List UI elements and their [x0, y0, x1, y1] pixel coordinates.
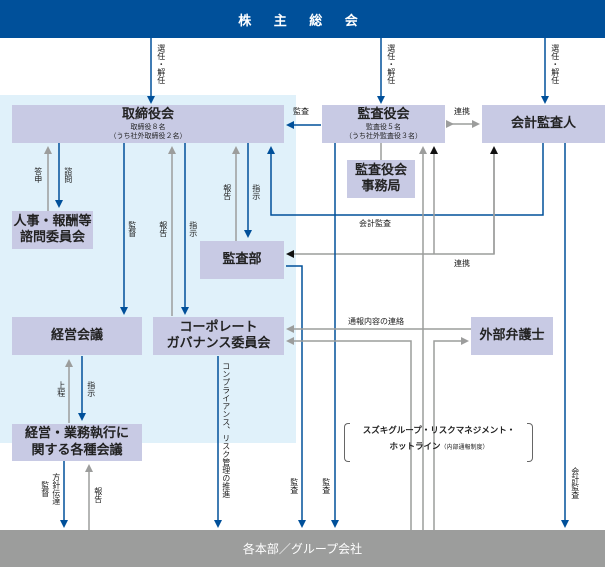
board-of-directors-box: 取締役会 取締役８名 （うち社外取締役２名）	[12, 105, 284, 143]
elect-label-accounting-auditor: 選任・解任	[550, 44, 560, 84]
departments-group-companies-bar: 各本部／グループ会社	[0, 530, 605, 567]
hotline-bracket-right	[527, 423, 533, 462]
board-title: 取締役会	[121, 106, 174, 122]
accounting-audit-to-board	[267, 143, 544, 216]
audit-board-office-line1: 監査役会	[354, 162, 407, 178]
execution-meetings-box: 経営・業務執行に 関する各種会議	[12, 424, 142, 461]
policy-supervise-label: 監督	[40, 481, 50, 497]
accounting-audit-label: 会計監査	[359, 219, 391, 228]
departments-group-companies-label: 各本部／グループ会社	[242, 542, 363, 556]
elect-label-board: 選任・解任	[156, 44, 166, 84]
hotline-label: スズキグループ・リスクマネジメント・ ホットライン（内部通報制度）	[344, 423, 534, 461]
hotline-note: （内部通報制度）	[440, 444, 489, 452]
management-meeting-box: 経営会議	[12, 317, 142, 355]
accounting-auditor-title: 会計監査人	[510, 115, 576, 131]
audit-label-board: 監査	[293, 107, 309, 116]
board-outside-members: （うち社外取締役２名）	[109, 132, 187, 141]
gov-instruct-label: 指示	[188, 221, 198, 237]
policy-label: 方針伝達	[51, 473, 61, 505]
audit-board-box: 監査役会 監査役５名 （うち社外監査役３名）	[322, 105, 445, 143]
external-lawyer-title: 外部弁護士	[479, 327, 545, 343]
audit-dept-instruct-label: 指示	[251, 184, 261, 200]
audit-board-audit-label: 監査	[321, 478, 331, 494]
governance-committee-box: コーポレート ガバナンス委員会	[153, 317, 284, 355]
hotline-to-governance	[286, 337, 412, 530]
cooperation-label-mid: 連携	[454, 259, 470, 268]
audit-board-members: 監査役５名	[366, 123, 401, 132]
cooperation-label-top: 連携	[454, 107, 470, 116]
audit-board-office-box: 監査役会 事務局	[347, 160, 415, 198]
consult-label: 諮問	[63, 167, 73, 183]
hr-committee-line2: 諮問委員会	[19, 230, 85, 245]
hr-committee-line1: 人事・報酬等	[13, 213, 92, 229]
hotline-line1: スズキグループ・リスクマネジメント・	[362, 426, 516, 436]
hotline-contact-label: 通報内容の連絡	[348, 317, 404, 326]
answer-label: 答申	[33, 167, 43, 183]
hr-committee-box: 人事・報酬等 諮問委員会	[12, 211, 93, 249]
shareholders-meeting-bar: 株 主 総 会	[0, 0, 605, 38]
elect-label-audit-board: 選任・解任	[386, 44, 396, 84]
accounting-auditor-box: 会計監査人	[482, 105, 605, 143]
audit-board-office-line2: 事務局	[361, 179, 401, 194]
accounting-audit-vertical-label: 会計監査	[570, 467, 580, 499]
hotline-to-lawyer	[433, 337, 469, 530]
governance-committee-line1: コーポレート	[179, 319, 258, 335]
audit-dept-report-label: 報告	[222, 184, 232, 200]
audit-board-outside-members: （うち社外監査役３名）	[345, 132, 422, 141]
audit-dept-audit-label: 監査	[289, 478, 299, 494]
mgmt-instruct-label: 指示	[86, 381, 96, 397]
shareholders-meeting-label: 株 主 総 会	[238, 13, 367, 29]
management-meeting-title: 経営会議	[50, 327, 103, 343]
exec-report-label: 報告	[93, 487, 103, 503]
audit-board-title: 監査役会	[357, 106, 410, 122]
audit-dept-audit-arrow	[286, 265, 306, 528]
hotline-line2: ホットライン	[389, 442, 441, 453]
audit-dept-title: 監査部	[222, 251, 262, 267]
compliance-label: コンプライアンス、リスク管理の推進	[221, 362, 231, 498]
board-members: 取締役８名	[130, 123, 166, 132]
governance-committee-line2: ガバナンス委員会	[166, 336, 271, 351]
hotline-bracket-left	[344, 423, 350, 462]
execution-meetings-line1: 経営・業務執行に	[24, 426, 129, 442]
gov-report-label: 報告	[158, 221, 168, 237]
submit-label: 上程	[56, 381, 66, 397]
supervise-label: 監督	[127, 221, 137, 237]
execution-meetings-line2: 関する各種会議	[31, 442, 123, 458]
external-lawyer-box: 外部弁護士	[471, 317, 553, 355]
audit-dept-box: 監査部	[200, 241, 284, 279]
